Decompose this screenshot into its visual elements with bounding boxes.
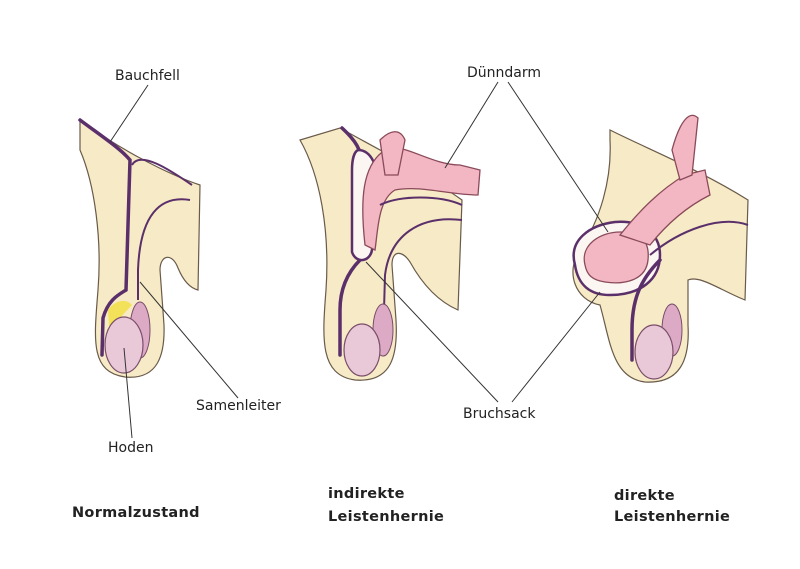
testis-direct	[634, 324, 674, 380]
label-bauchfell: Bauchfell	[115, 68, 180, 84]
testis-normal	[104, 316, 144, 374]
label-duenndarm: Dünndarm	[467, 65, 541, 81]
figure-normal	[78, 118, 201, 378]
leader-lines	[109, 81, 609, 439]
caption-direct-line1: direkte	[614, 488, 675, 504]
label-hoden: Hoden	[108, 440, 153, 456]
label-bruchsack: Bruchsack	[463, 406, 536, 422]
figure-indirect-hernia	[299, 126, 481, 381]
caption-direct-line2: Leistenhernie	[614, 509, 730, 525]
caption-normal: Normalzustand	[72, 505, 200, 521]
intestine-direct	[583, 231, 649, 284]
testis-indirect	[343, 323, 381, 377]
figure-direct-hernia	[572, 114, 749, 383]
caption-indirect-line1: indirekte	[328, 486, 405, 502]
label-samenleiter: Samenleiter	[196, 398, 281, 414]
caption-indirect-line2: Leistenhernie	[328, 509, 444, 525]
